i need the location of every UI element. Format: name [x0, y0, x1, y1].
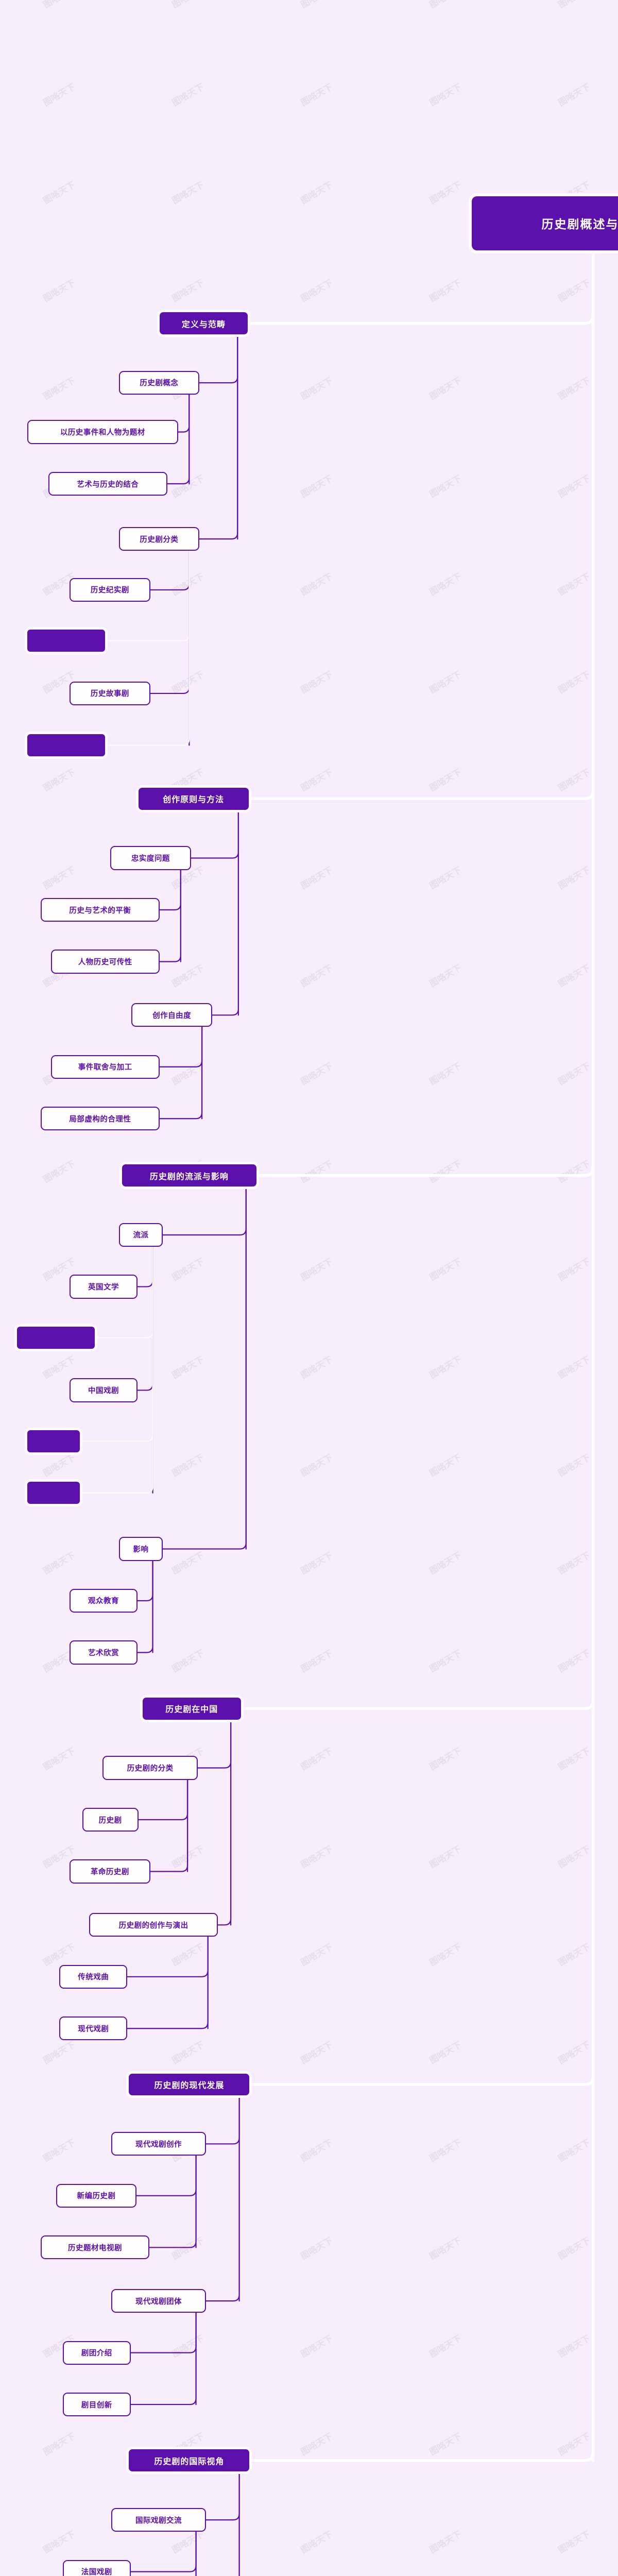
mindmap-root-title[interactable]: 历史剧概述与分析	[471, 196, 618, 250]
section-header-in-china[interactable]: 历史剧在中国	[142, 1697, 241, 1720]
connector	[195, 2531, 197, 2576]
connector	[162, 1185, 247, 1236]
branch-node[interactable]: 创作自由度	[131, 1003, 212, 1027]
connector	[162, 1185, 247, 1550]
connector	[148, 2155, 197, 2248]
branch-node[interactable]: 历史剧的创作与演出	[89, 1913, 218, 1937]
connector	[130, 2312, 197, 2405]
leaf-node[interactable]: 中国戏剧	[70, 1378, 138, 1402]
leaf-node[interactable]: 剧团介绍	[62, 2341, 131, 2365]
connector	[159, 1026, 203, 1067]
connector	[136, 1560, 153, 1602]
section-header-modern[interactable]: 历史剧的现代发展	[129, 2073, 250, 2096]
connector	[130, 2531, 197, 2572]
leaf-node[interactable]: 历史剧	[82, 1807, 139, 1832]
leaf-node[interactable]: 英国文学	[70, 1275, 138, 1299]
leaf-node[interactable]: 历史题材电视剧	[41, 2235, 149, 2260]
redacted-node[interactable]	[16, 1326, 95, 1349]
connector	[217, 1719, 232, 1926]
connector	[166, 394, 190, 485]
leaf-node[interactable]: 新编历史剧	[56, 2183, 137, 2208]
redacted-node[interactable]	[27, 1482, 80, 1504]
section-header-principles[interactable]: 创作原则与方法	[138, 787, 249, 810]
section-connector	[246, 313, 595, 325]
leaf-node[interactable]: 艺术欣赏	[70, 1640, 138, 1665]
connector	[190, 809, 239, 859]
redacted-node[interactable]	[27, 734, 106, 756]
leaf-node[interactable]: 艺术与历史的结合	[48, 471, 167, 496]
connector	[127, 1936, 209, 1977]
leaf-node[interactable]: 传统戏曲	[59, 1964, 128, 1989]
connector	[130, 2312, 197, 2353]
branch-node[interactable]: 历史剧的分类	[102, 1756, 198, 1780]
branch-node[interactable]: 历史剧分类	[118, 527, 200, 551]
section-connector	[254, 1165, 595, 1177]
redacted-node[interactable]	[27, 1430, 80, 1452]
branch-node[interactable]: 国际戏剧交流	[111, 2508, 207, 2532]
leaf-node[interactable]: 以历史事件和人物为题材	[27, 420, 178, 444]
branch-node[interactable]: 现代戏剧创作	[111, 2132, 207, 2156]
connector	[159, 869, 181, 911]
leaf-node[interactable]: 现代戏剧	[59, 2016, 128, 2041]
connector	[177, 394, 190, 433]
connector	[105, 550, 190, 746]
section-header-definition[interactable]: 定义与范畴	[159, 312, 248, 335]
connector	[149, 1779, 188, 1872]
section-header-international[interactable]: 历史剧的国际视角	[129, 2449, 250, 2472]
connector	[159, 869, 181, 962]
leaf-node[interactable]: 剧目创新	[62, 2393, 131, 2417]
connector	[199, 333, 238, 540]
leaf-node[interactable]: 局部虚构的合理性	[41, 1107, 160, 1131]
section-connector	[247, 789, 595, 800]
connector	[149, 550, 190, 694]
section-connector	[248, 2451, 595, 2462]
section-connector	[239, 1699, 595, 1710]
connector	[136, 1246, 153, 1287]
connector	[138, 1779, 188, 1821]
connector	[79, 1246, 153, 1494]
leaf-node[interactable]: 观众教育	[70, 1588, 138, 1613]
connector	[205, 2095, 240, 2145]
connector	[136, 1560, 153, 1653]
connector	[136, 1246, 153, 1391]
redacted-node[interactable]	[27, 630, 106, 652]
branch-node[interactable]: 影响	[118, 1537, 163, 1561]
leaf-node[interactable]: 事件取舍与加工	[50, 1055, 160, 1079]
leaf-node[interactable]: 法国戏剧	[62, 2560, 131, 2576]
branch-node[interactable]: 现代戏剧团体	[111, 2289, 207, 2313]
leaf-node[interactable]: 历史纪实剧	[70, 578, 150, 602]
leaf-node[interactable]: 历史与艺术的平衡	[41, 897, 160, 922]
connector	[211, 809, 239, 1016]
connector	[149, 550, 190, 591]
leaf-node[interactable]: 革命历史剧	[70, 1859, 150, 1884]
connector	[197, 1719, 232, 1769]
connector	[199, 333, 238, 384]
connector	[136, 2155, 197, 2196]
branch-node[interactable]: 忠实度问题	[110, 846, 191, 870]
leaf-node[interactable]: 人物历史可传性	[50, 950, 160, 974]
branch-node[interactable]: 流派	[118, 1223, 163, 1247]
section-header-schools[interactable]: 历史剧的流派与影响	[122, 1164, 256, 1187]
connector	[159, 1026, 203, 1120]
connector	[127, 1936, 209, 2029]
branch-node[interactable]: 历史剧概念	[118, 370, 200, 395]
connector	[205, 2471, 240, 2521]
section-connector	[248, 2075, 595, 2086]
connector	[205, 2095, 240, 2302]
leaf-node[interactable]: 历史故事剧	[70, 681, 150, 705]
